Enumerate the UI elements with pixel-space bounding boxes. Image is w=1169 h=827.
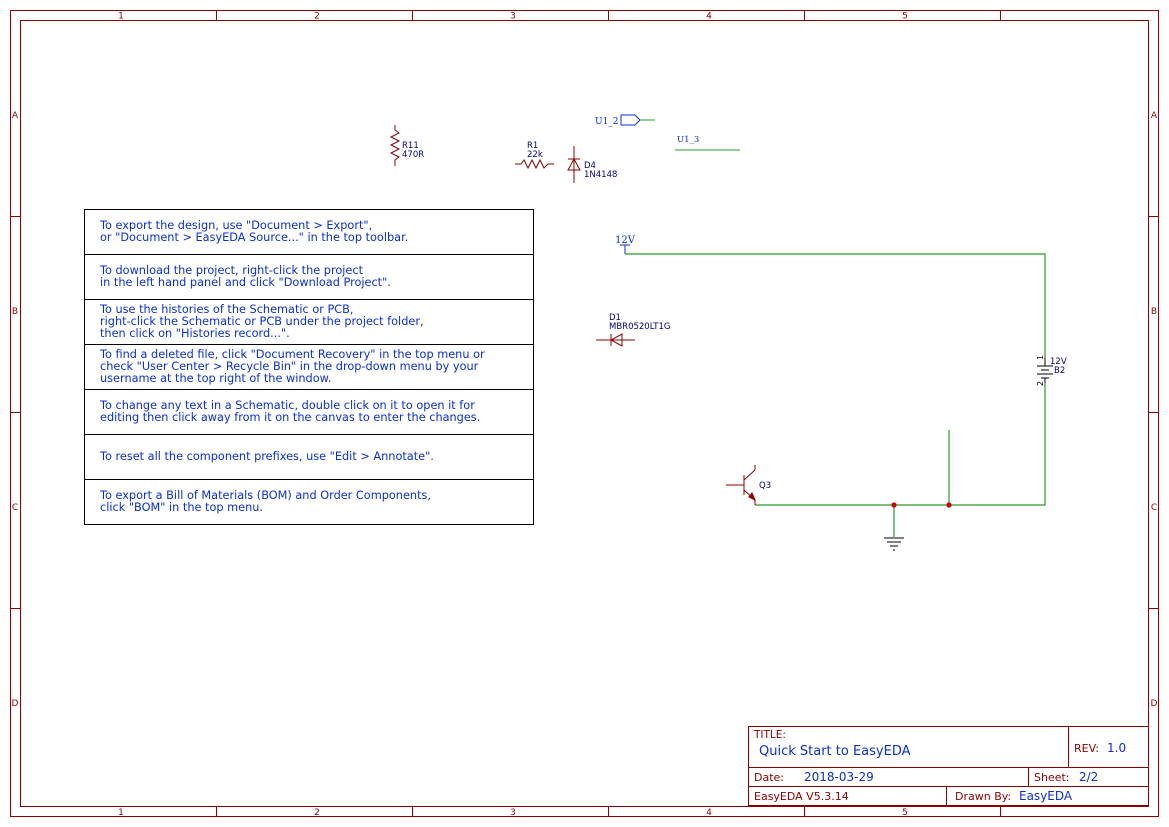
d4-value: 1N4148 bbox=[584, 170, 617, 180]
note-histories[interactable]: To use the histories of the Schematic or… bbox=[85, 300, 533, 345]
drawn-by-label: Drawn By: bbox=[955, 790, 1012, 803]
diode-d4[interactable]: D4 1N4148 bbox=[567, 146, 617, 183]
drawn-by-value[interactable]: EasyEDA bbox=[1019, 789, 1073, 803]
note-bom[interactable]: To export a Bill of Materials (BOM) and … bbox=[100, 489, 431, 514]
row-label-right: B bbox=[1151, 307, 1157, 317]
col-label-bottom: 4 bbox=[706, 808, 712, 818]
sheet-label: Sheet: bbox=[1034, 771, 1070, 784]
note-recovery[interactable]: To find a deleted file, click "Document … bbox=[85, 345, 533, 390]
col-label-bottom: 3 bbox=[510, 808, 516, 818]
resistor-r11[interactable]: R11 470R bbox=[389, 125, 424, 166]
date-label: Date: bbox=[754, 771, 784, 784]
col-label-top: 4 bbox=[706, 12, 712, 22]
note-edit-text[interactable]: To change any text in a Schematic, doubl… bbox=[85, 390, 533, 435]
r1-value: 22k bbox=[527, 150, 543, 160]
col-label-top: 5 bbox=[902, 12, 908, 22]
rev-value[interactable]: 1.0 bbox=[1107, 741, 1127, 755]
help-notes-table: To export the design, use "Document > Ex… bbox=[84, 209, 534, 525]
r11-value: 470R bbox=[402, 150, 424, 160]
battery-b2[interactable]: 12V B2 1 2 bbox=[1036, 355, 1067, 386]
resistor-r1[interactable]: R1 22k bbox=[515, 141, 554, 170]
net-port-u1-2[interactable]: U1_2 bbox=[595, 114, 655, 127]
row-label-right: D bbox=[1151, 699, 1158, 709]
junction-dot bbox=[891, 502, 897, 508]
rev-cell: REV: 1.0 bbox=[1069, 727, 1148, 768]
col-label-bottom: 2 bbox=[314, 808, 320, 818]
drawing-frame bbox=[10, 10, 1159, 817]
col-label-top: 2 bbox=[314, 12, 320, 22]
sheet-value[interactable]: 2/2 bbox=[1079, 770, 1099, 784]
d1-ref: D1 bbox=[609, 313, 621, 323]
d1-value: MBR0520LT1G bbox=[609, 322, 670, 332]
title-value[interactable]: Quick Start to EasyEDA bbox=[759, 744, 911, 759]
col-label-top: 1 bbox=[118, 12, 124, 22]
power-12v-label: 12V bbox=[615, 235, 636, 246]
junction-dot bbox=[946, 502, 952, 508]
row-label-right: C bbox=[1151, 503, 1157, 513]
note-annotate[interactable]: To reset all the component prefixes, use… bbox=[85, 435, 533, 480]
row-label-left: C bbox=[12, 503, 18, 513]
q3-ref: Q3 bbox=[759, 481, 771, 491]
transistor-q3[interactable]: Q3 bbox=[726, 465, 771, 505]
b2-pin1: 1 bbox=[1036, 355, 1045, 360]
rev-label: REV: bbox=[1074, 742, 1099, 755]
drawn-by-cell: Drawn By: EasyEDA bbox=[947, 787, 1148, 806]
col-label-bottom: 5 bbox=[902, 808, 908, 818]
frame-labels: 1 2 3 4 5 1 2 3 4 5 A B C D A B C D bbox=[12, 12, 1158, 819]
title-cell: TITLE: Quick Start to EasyEDA bbox=[749, 727, 1069, 768]
diode-d1[interactable]: D1 MBR0520LT1G bbox=[596, 313, 670, 347]
col-label-bottom: 1 bbox=[118, 808, 124, 818]
version-value: EasyEDA V5.3.14 bbox=[754, 790, 849, 803]
note-download[interactable]: To download the project, right-click the… bbox=[85, 255, 533, 300]
row-label-left: B bbox=[12, 307, 18, 317]
u1-3-label: U1_3 bbox=[677, 135, 699, 145]
date-value[interactable]: 2018-03-29 bbox=[804, 770, 874, 784]
b2-ref: B2 bbox=[1054, 366, 1065, 376]
date-cell: Date: 2018-03-29 bbox=[749, 768, 1029, 787]
r1-ref: R1 bbox=[527, 141, 538, 151]
note-export[interactable]: To export the design, use "Document > Ex… bbox=[85, 210, 533, 255]
net-label-u1-3[interactable]: U1_3 bbox=[675, 135, 740, 151]
r11-ref: R11 bbox=[402, 141, 419, 151]
row-label-right: A bbox=[1151, 111, 1158, 121]
d4-ref: D4 bbox=[584, 161, 596, 171]
b2-value: 12V bbox=[1050, 357, 1067, 367]
version-cell: EasyEDA V5.3.14 bbox=[749, 787, 947, 806]
col-label-top: 3 bbox=[510, 12, 516, 22]
wires[interactable] bbox=[625, 253, 1046, 537]
row-label-left: A bbox=[12, 111, 19, 121]
ground-symbol[interactable] bbox=[884, 537, 904, 551]
b2-pin2: 2 bbox=[1036, 381, 1045, 386]
power-flag-12v[interactable]: 12V bbox=[615, 235, 636, 254]
u1-2-label: U1_2 bbox=[595, 117, 619, 127]
title-label: TITLE: bbox=[754, 729, 786, 741]
row-label-left: D bbox=[12, 699, 19, 709]
title-block: TITLE: Quick Start to EasyEDA REV: 1.0 D… bbox=[748, 726, 1149, 806]
sheet-cell: Sheet: 2/2 bbox=[1029, 768, 1148, 787]
